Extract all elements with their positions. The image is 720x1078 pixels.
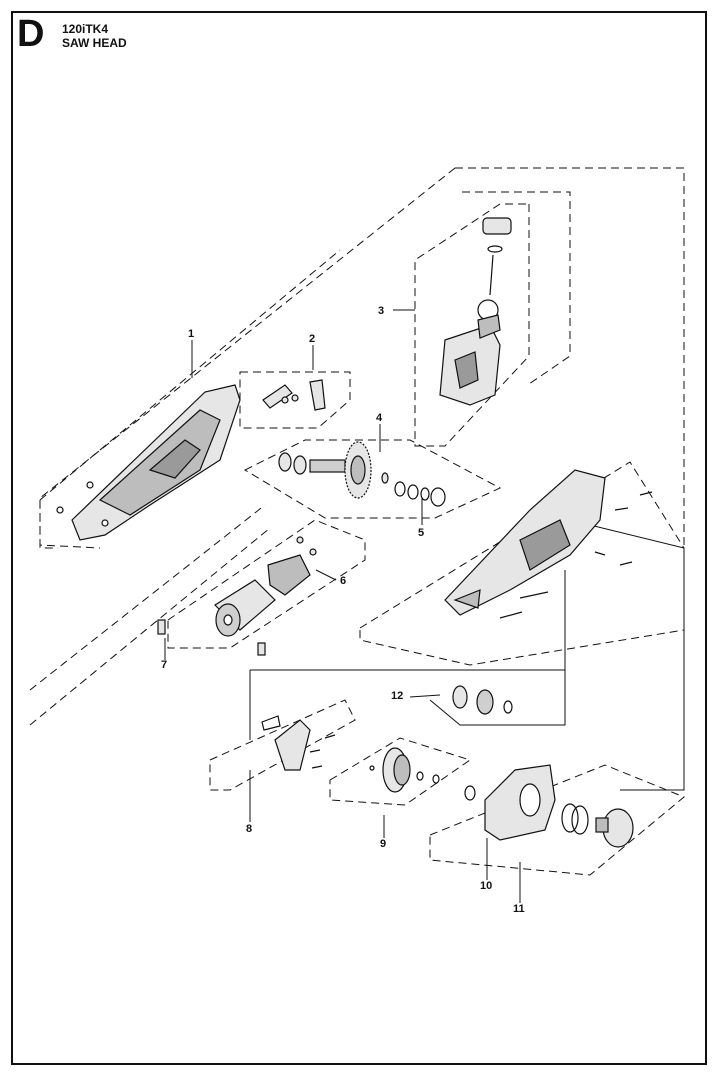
callout-11: 11 <box>513 903 525 915</box>
part-7-carbon-brush <box>157 619 266 656</box>
model-number: 120iTK4 <box>62 22 109 36</box>
section-letter: D <box>17 13 45 55</box>
part-10-11-cover <box>484 764 634 848</box>
part-2-hook-clip <box>262 379 326 411</box>
callout-10: 10 <box>480 880 492 892</box>
callout-12: 12 <box>391 690 403 702</box>
callout-labels: 1 2 3 4 5 6 7 12 8 9 10 11 <box>161 305 525 915</box>
part-8-bracket <box>261 715 336 771</box>
diagram-title: SAW HEAD <box>62 36 127 50</box>
part-6-motor <box>214 536 317 637</box>
part-4-worm-gear <box>278 441 389 499</box>
callout-1: 1 <box>188 328 194 340</box>
part-1-left-housing <box>56 384 241 541</box>
part-3-oil-tank <box>439 217 512 406</box>
callout-8: 8 <box>246 823 252 835</box>
callout-2: 2 <box>309 333 315 345</box>
callout-3: 3 <box>378 305 384 317</box>
callout-7: 7 <box>161 659 167 671</box>
callout-4: 4 <box>376 412 383 424</box>
callout-9: 9 <box>380 838 386 850</box>
part-right-housing <box>444 469 653 619</box>
part-12-spur-gear <box>452 685 513 715</box>
part-5-washers <box>394 481 446 507</box>
part-9-sprocket <box>369 747 476 801</box>
callout-5: 5 <box>418 527 424 539</box>
callout-6: 6 <box>340 575 346 587</box>
